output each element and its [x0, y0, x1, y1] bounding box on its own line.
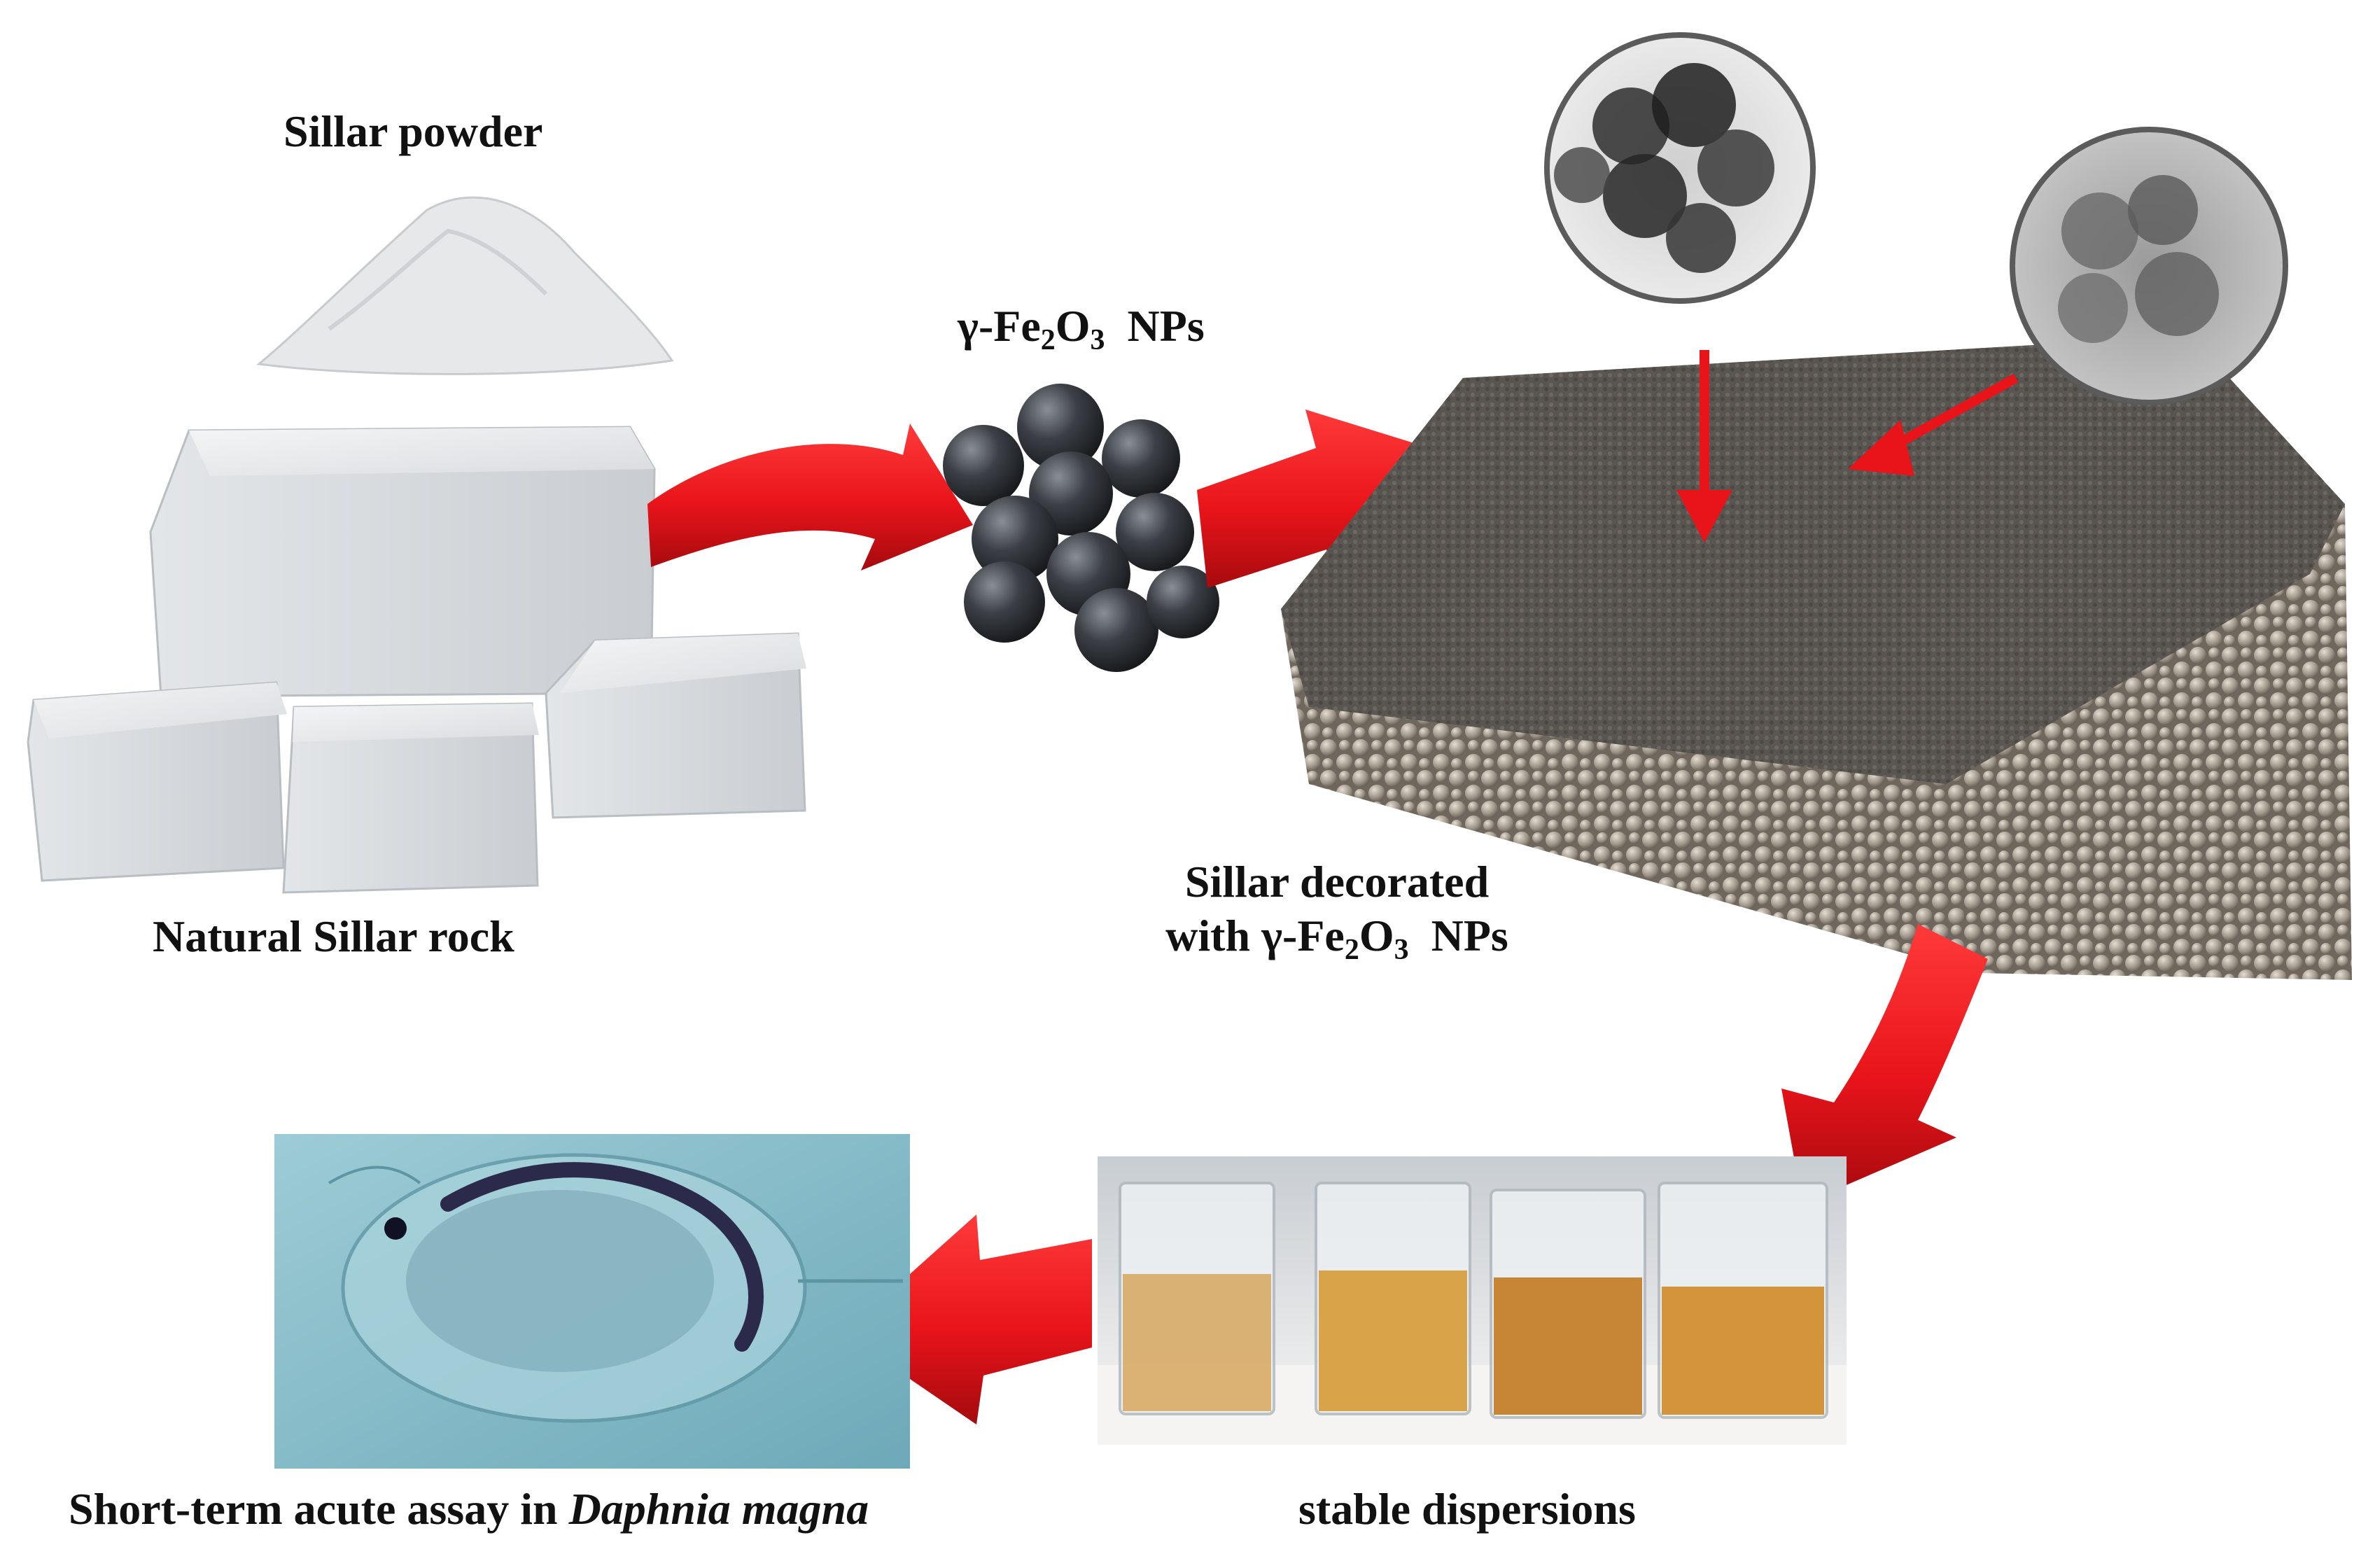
label-species: Daphnia magna: [568, 1484, 869, 1534]
tem-pointer-arrows: [1676, 350, 2019, 542]
beaker-3: [1490, 1189, 1646, 1419]
dispersions-photo: [1098, 1156, 1847, 1445]
label-natural-sillar-rock: Natural Sillar rock: [153, 911, 514, 961]
nanoparticle-cluster: [943, 384, 1219, 672]
tem-image-2: [2010, 127, 2288, 405]
beaker-1: [1119, 1182, 1275, 1415]
arrow-rock-to-np: [647, 424, 973, 570]
label-nanoparticles: γ-Fe2O3 NPs: [958, 301, 1205, 356]
beaker-4: [1658, 1182, 1828, 1419]
arrow-decorated-to-dispersions: [1781, 924, 1988, 1204]
label-sillar-powder: Sillar powder: [283, 106, 543, 156]
beaker-2: [1315, 1182, 1471, 1415]
label-sillar-decorated-line1: Sillar decorated: [1184, 857, 1490, 906]
label-sillar-decorated: Sillar decorated with γ-Fe2O3 NPs: [1120, 855, 1554, 966]
daphnia-photo: [274, 1134, 910, 1469]
decorated-sillar-slab: [1281, 336, 2352, 980]
natural-sillar-rock: [27, 426, 806, 894]
label-acute-assay: Short-term acute assay in Daphnia magna: [69, 1484, 869, 1534]
tem-image-1: [1544, 32, 1816, 304]
label-stable-dispersions: stable dispersions: [1298, 1484, 1636, 1534]
label-sillar-decorated-line2: with γ-Fe2O3 NPs: [1165, 910, 1508, 966]
arrow-np-to-decorated: [1197, 410, 1452, 592]
sillar-powder-pile: [256, 196, 674, 375]
